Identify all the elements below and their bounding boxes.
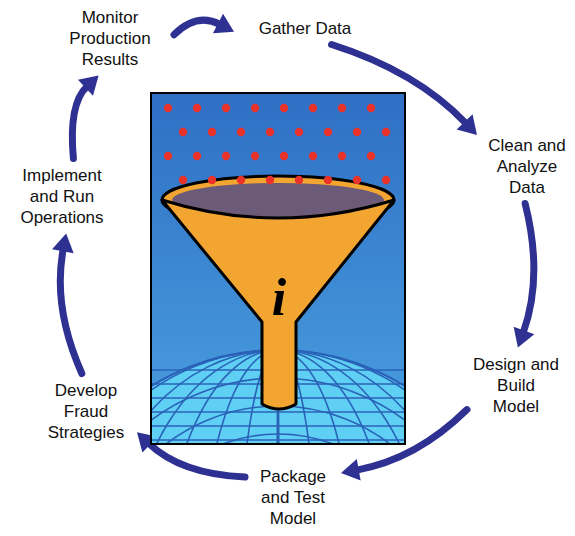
arrow-line (523, 204, 534, 333)
arrow-line (149, 443, 245, 477)
arrow-line (60, 249, 82, 373)
step-label: Package and Test Model (251, 466, 335, 529)
arrow-head (52, 234, 74, 254)
step-label: Gather Data (240, 18, 370, 39)
step-label: Develop Fraud Strategies (41, 380, 131, 443)
step-label: Design and Build Model (473, 354, 559, 417)
arrow-line (72, 86, 87, 158)
cycle-step: Implement and Run Operations (12, 165, 112, 228)
arrow-head (514, 327, 535, 348)
cycle-step: Design and Build Model (473, 354, 559, 417)
cycle-arrow (72, 76, 98, 159)
cycle-arrow (174, 14, 234, 35)
cycle-arrow (52, 234, 82, 374)
arrow-head (78, 76, 99, 96)
cycle-step: Clean and Analyze Data (483, 135, 571, 198)
cycle-arrow (514, 204, 535, 348)
arrow-head (341, 459, 361, 481)
funnel (162, 104, 394, 409)
cycle-step: Develop Fraud Strategies (41, 380, 131, 443)
cycle-step: Gather Data (240, 18, 370, 39)
cycle-step: Monitor Production Results (52, 7, 168, 70)
arrow-line (174, 20, 220, 35)
arrow-head (213, 14, 234, 34)
arrow-head (457, 114, 477, 135)
info-letter: i (259, 272, 299, 324)
step-label: Implement and Run Operations (12, 165, 112, 228)
step-label: Clean and Analyze Data (483, 135, 571, 198)
step-label: Monitor Production Results (52, 7, 168, 70)
cycle-step: Package and Test Model (251, 466, 335, 529)
